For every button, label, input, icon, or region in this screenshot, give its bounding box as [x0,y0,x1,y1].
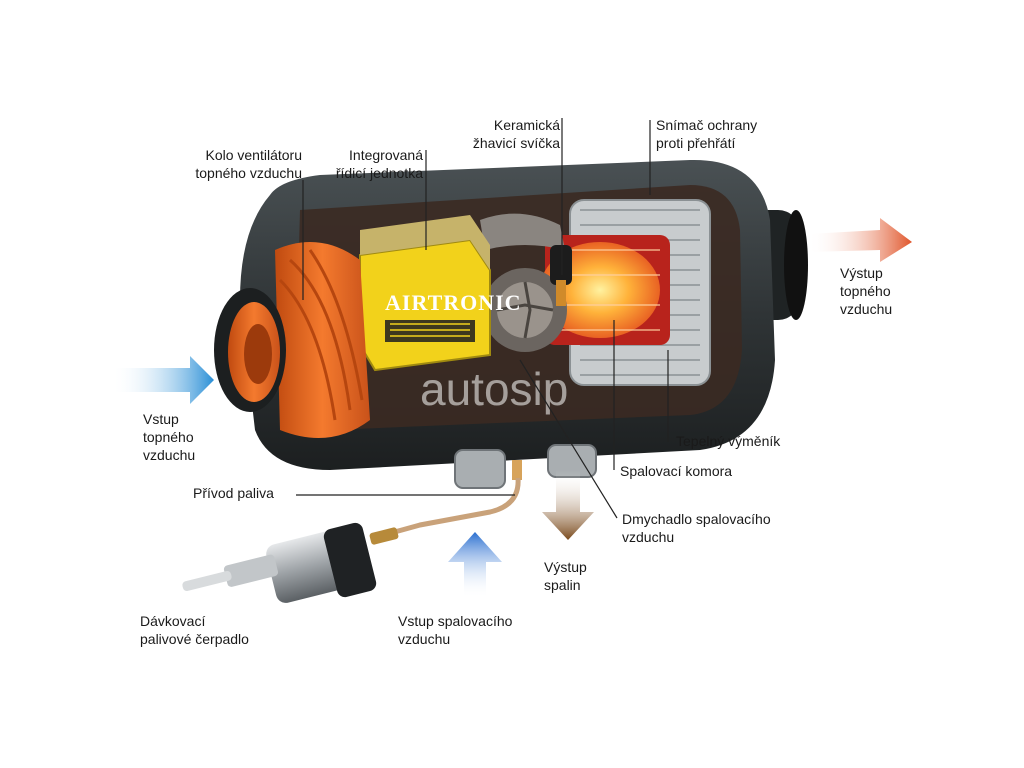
combustion-air-arrow [448,532,502,598]
bottom-ports [454,444,597,489]
label-line: řídicí jednotka [335,165,423,181]
air-inlet-arrow [112,356,214,404]
label-line: vzduchu [398,631,451,647]
fan-wheel [275,242,370,438]
label-combustion-blower: Dmychadlo spalovacího vzduchu [622,510,771,546]
label-line: proti přehřátí [656,135,736,151]
brand-text: AIRTRONIC [385,290,522,315]
label-line: Vstup spalovacího [398,613,513,629]
watermark: autosip [420,363,568,415]
label-line: Kolo ventilátoru [205,147,302,163]
label-control-unit: Integrovaná řídicí jednotka [305,146,423,182]
label-overheat-sensor: Snímač ochrany proti přehřátí [656,116,757,152]
glow-plug [550,245,572,306]
label-line: spalin [544,577,581,593]
label-fuel-supply: Přívod paliva [193,484,274,502]
label-fuel-pump: Dávkovací palivové čerpadlo [140,612,249,648]
label-line: Přívod paliva [193,485,274,501]
label-line: topného [143,429,194,445]
label-line: Vstup [143,411,179,427]
label-line: topného [840,283,891,299]
fuel-pump [182,522,399,603]
label-line: Tepelný výměník [676,433,781,449]
exhaust-arrow [542,470,594,540]
leader-lines [296,118,669,519]
label-heat-exchanger: Tepelný výměník [676,432,780,450]
air-inlet-ring [214,288,286,412]
label-line: Dávkovací [140,613,206,629]
combustion-blower [480,213,567,352]
label-line: vzduchu [840,301,893,317]
label-line: Spalovací komora [620,463,733,479]
label-line: palivové čerpadlo [140,631,249,647]
label-line: vzduchu [622,529,675,545]
label-line: topného vzduchu [195,165,302,181]
label-line: Snímač ochrany [656,117,758,133]
label-line: vzduchu [143,447,196,463]
label-line: žhavicí svíčka [472,135,560,151]
label-line: Integrovaná [349,147,423,163]
hot-air-outlet-arrow [808,218,912,262]
label-combustion-air-inlet: Vstup spalovacího vzduchu [398,612,512,648]
label-line: Keramická [493,117,560,133]
label-combustion-chamber: Spalovací komora [620,462,732,480]
label-air-inlet: Vstup topného vzduchu [143,410,195,464]
label-exhaust-outlet: Výstup spalin [544,558,587,594]
label-line: Výstup [840,265,883,281]
label-glow-plug: Keramická žhavicí svíčka [450,116,560,152]
label-line: Dmychadlo spalovacího [622,511,771,527]
label-hot-air-outlet: Výstup topného vzduchu [840,264,892,318]
label-line: Výstup [544,559,587,575]
label-fan-wheel: Kolo ventilátoru topného vzduchu [156,146,302,182]
